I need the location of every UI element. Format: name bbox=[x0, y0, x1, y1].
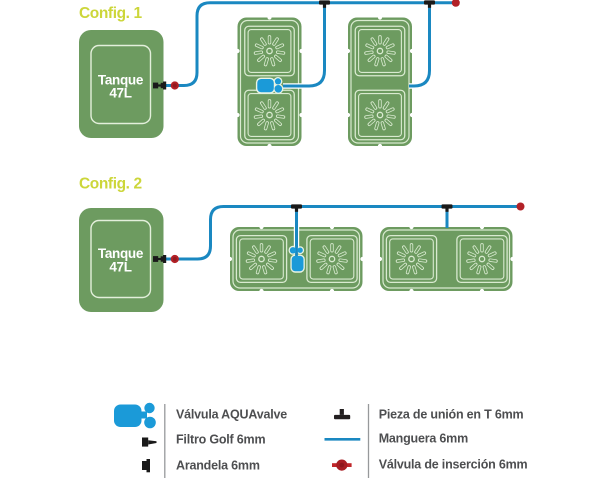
svg-text:Config. 2: Config. 2 bbox=[79, 175, 142, 192]
svg-text:Config. 1: Config. 1 bbox=[79, 5, 142, 22]
svg-text:Tanque: Tanque bbox=[98, 246, 144, 261]
svg-text:Filtro Golf 6mm: Filtro Golf 6mm bbox=[176, 433, 265, 447]
svg-text:Válvula de inserción 6mm: Válvula de inserción 6mm bbox=[379, 458, 528, 472]
svg-text:Manguera 6mm: Manguera 6mm bbox=[379, 432, 468, 446]
svg-text:Válvula AQUAvalve: Válvula AQUAvalve bbox=[176, 408, 287, 422]
svg-text:Pieza de unión en T 6mm: Pieza de unión en T 6mm bbox=[379, 408, 524, 422]
svg-text:Tanque: Tanque bbox=[98, 72, 144, 87]
svg-text:Arandela 6mm: Arandela 6mm bbox=[176, 458, 260, 472]
svg-text:47L: 47L bbox=[109, 259, 131, 274]
svg-text:47L: 47L bbox=[109, 86, 131, 101]
